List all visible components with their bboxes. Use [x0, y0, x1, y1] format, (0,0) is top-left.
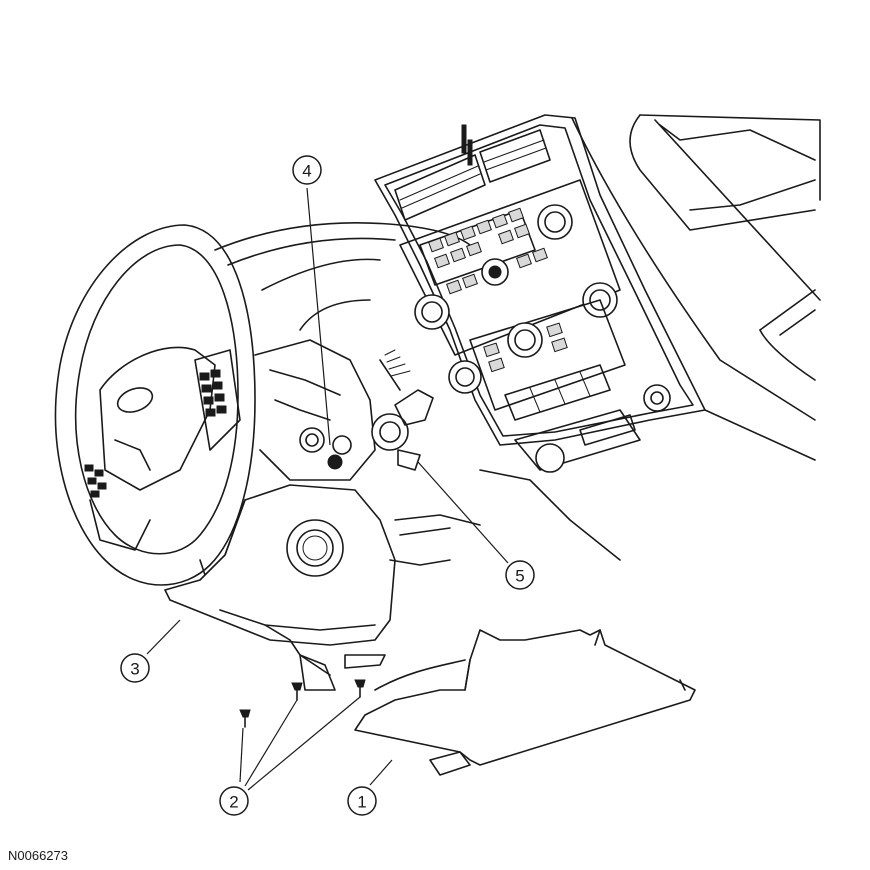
steering-column — [254, 339, 434, 481]
callout-label: 1 — [357, 793, 366, 812]
callout-label: 4 — [302, 162, 311, 181]
radio-control-panel — [399, 179, 621, 356]
callout-2: 2 — [219, 786, 249, 816]
callout-label: 3 — [130, 660, 139, 679]
air-vents — [394, 124, 551, 221]
callout-4: 4 — [292, 155, 322, 185]
steering-wheel — [54, 224, 256, 586]
callout-label: 2 — [229, 793, 238, 812]
callout-1: 1 — [347, 786, 377, 816]
lower-trim-panel — [354, 629, 696, 776]
dashboard-outline — [214, 114, 821, 381]
leader-lines — [146, 187, 509, 791]
callout-5: 5 — [505, 560, 535, 590]
climate-control-panel — [448, 299, 626, 421]
figure-id: N0066273 — [8, 848, 68, 863]
steering-column-shroud — [164, 484, 481, 691]
fasteners — [239, 679, 366, 728]
lower-console — [479, 384, 671, 561]
callout-3: 3 — [120, 653, 150, 683]
callout-label: 5 — [515, 567, 524, 586]
